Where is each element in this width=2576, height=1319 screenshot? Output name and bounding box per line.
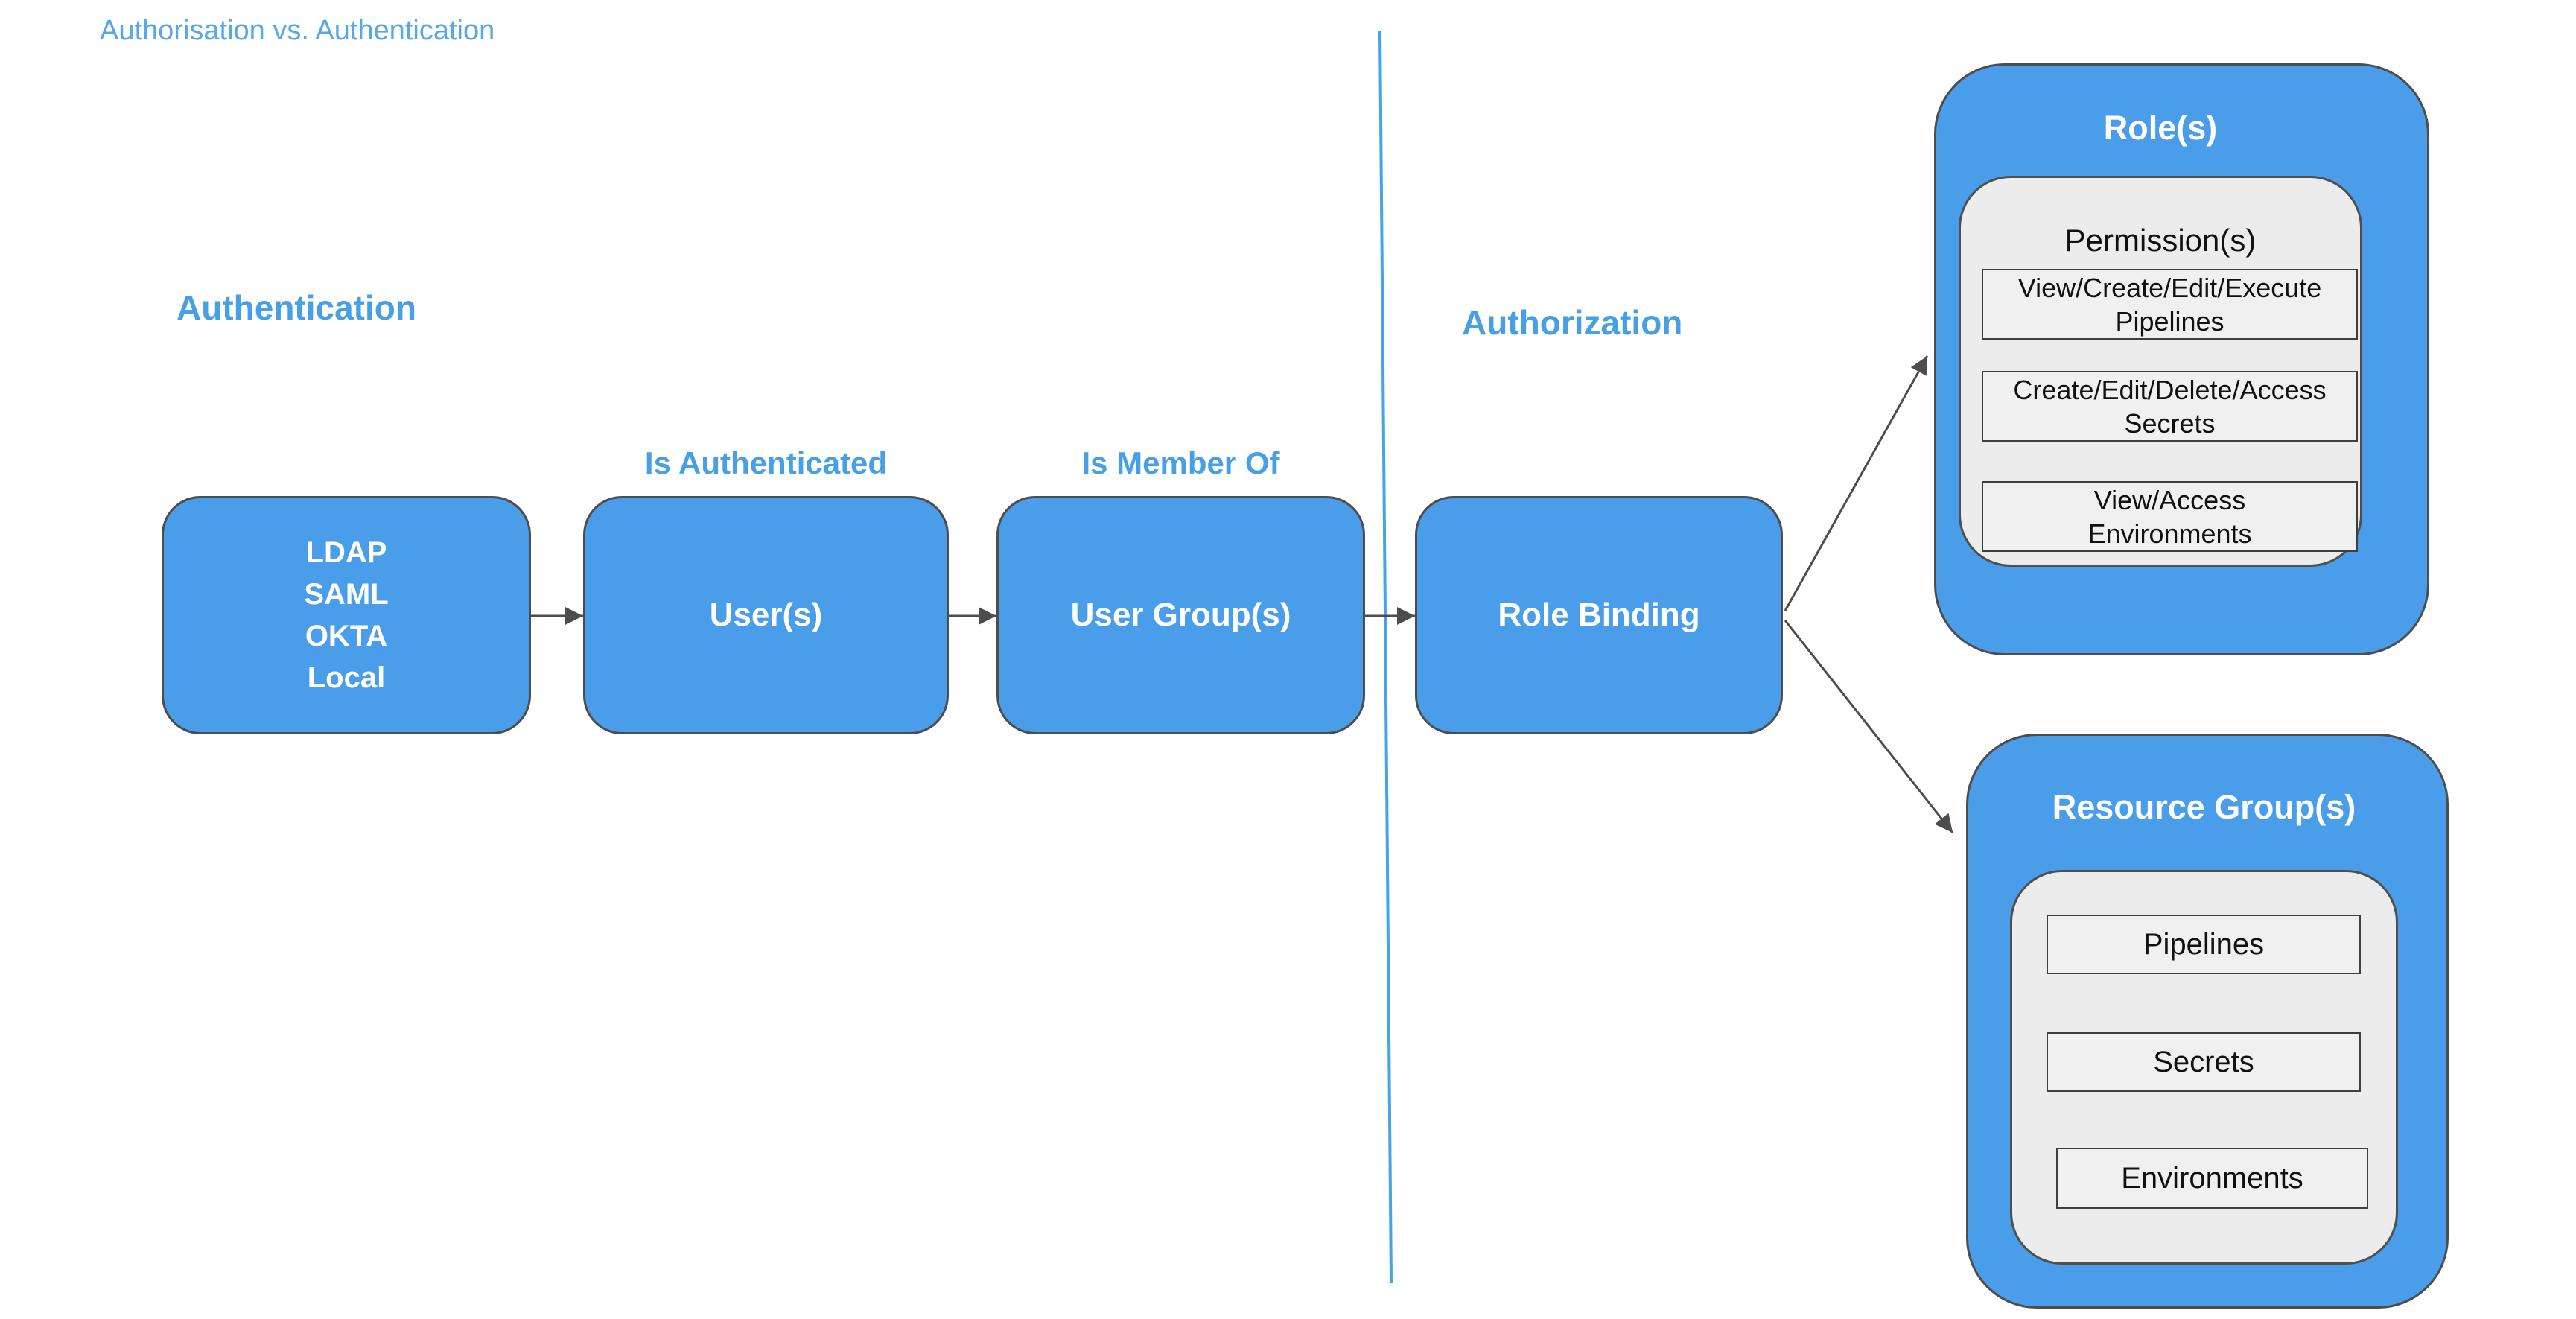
resource-item-label: Environments [2121,1161,2303,1195]
permission-item-environments: View/Access Environments [1982,481,2358,552]
permission-item-line: Environments [2087,518,2252,549]
resource-groups-container: Resource Group(s) Pipelines Secrets Envi… [1966,734,2449,1309]
page-title: Authorisation vs. Authentication [100,15,495,46]
idp-line-local: Local [307,661,386,694]
permission-item-secrets: Create/Edit/Delete/Access Secrets [1982,371,2358,442]
arrow-rolebinding-to-resource-groups [1784,620,1954,833]
arrow-rolebinding-to-roles [1784,355,1929,611]
node-user-groups: User Group(s) [996,496,1365,734]
resource-groups-container-title: Resource Group(s) [2052,788,2356,826]
node-users: User(s) [583,496,949,734]
permissions-panel-title: Permission(s) [2064,223,2257,258]
resource-item-label: Secrets [2153,1045,2254,1078]
idp-line-saml: SAML [304,578,389,611]
roles-container-title: Role(s) [2103,109,2218,147]
edge-label-is-member-of: Is Member Of [1081,445,1280,480]
edge-label-is-authenticated: Is Authenticated [644,445,888,480]
authentication-section-heading: Authentication [176,288,416,327]
node-role-binding-label: Role Binding [1498,597,1700,633]
permission-item-line: Create/Edit/Delete/Access [2013,374,2327,405]
idp-line-ldap: LDAP [305,536,387,569]
node-users-label: User(s) [709,597,823,633]
authorization-section-heading: Authorization [1462,303,1683,342]
resource-item-label: Pipelines [2143,927,2265,961]
permission-item-line: Secrets [2124,407,2216,439]
idp-line-okta: OKTA [305,620,388,652]
node-user-groups-label: User Group(s) [1070,597,1291,633]
node-identity-providers: LDAP SAML OKTA Local [162,496,531,734]
resource-groups-panel: Pipelines Secrets Environments [2010,870,2398,1265]
resource-item-secrets: Secrets [2047,1032,2361,1092]
permissions-panel: Permission(s) View/Create/Edit/Execute P… [1959,176,2362,567]
resource-item-environments: Environments [2056,1148,2368,1209]
roles-container: Role(s) Permission(s) View/Create/Edit/E… [1934,63,2429,655]
permission-item-line: View/Access [2093,484,2246,515]
permission-item-line: Pipelines [2115,305,2224,337]
permission-item-line: View/Create/Edit/Execute [2017,272,2322,303]
section-divider-line [1378,30,1393,1283]
permission-item-pipelines: View/Create/Edit/Execute Pipelines [1982,269,2358,340]
node-role-binding: Role Binding [1415,496,1783,734]
resource-item-pipelines: Pipelines [2047,915,2361,974]
